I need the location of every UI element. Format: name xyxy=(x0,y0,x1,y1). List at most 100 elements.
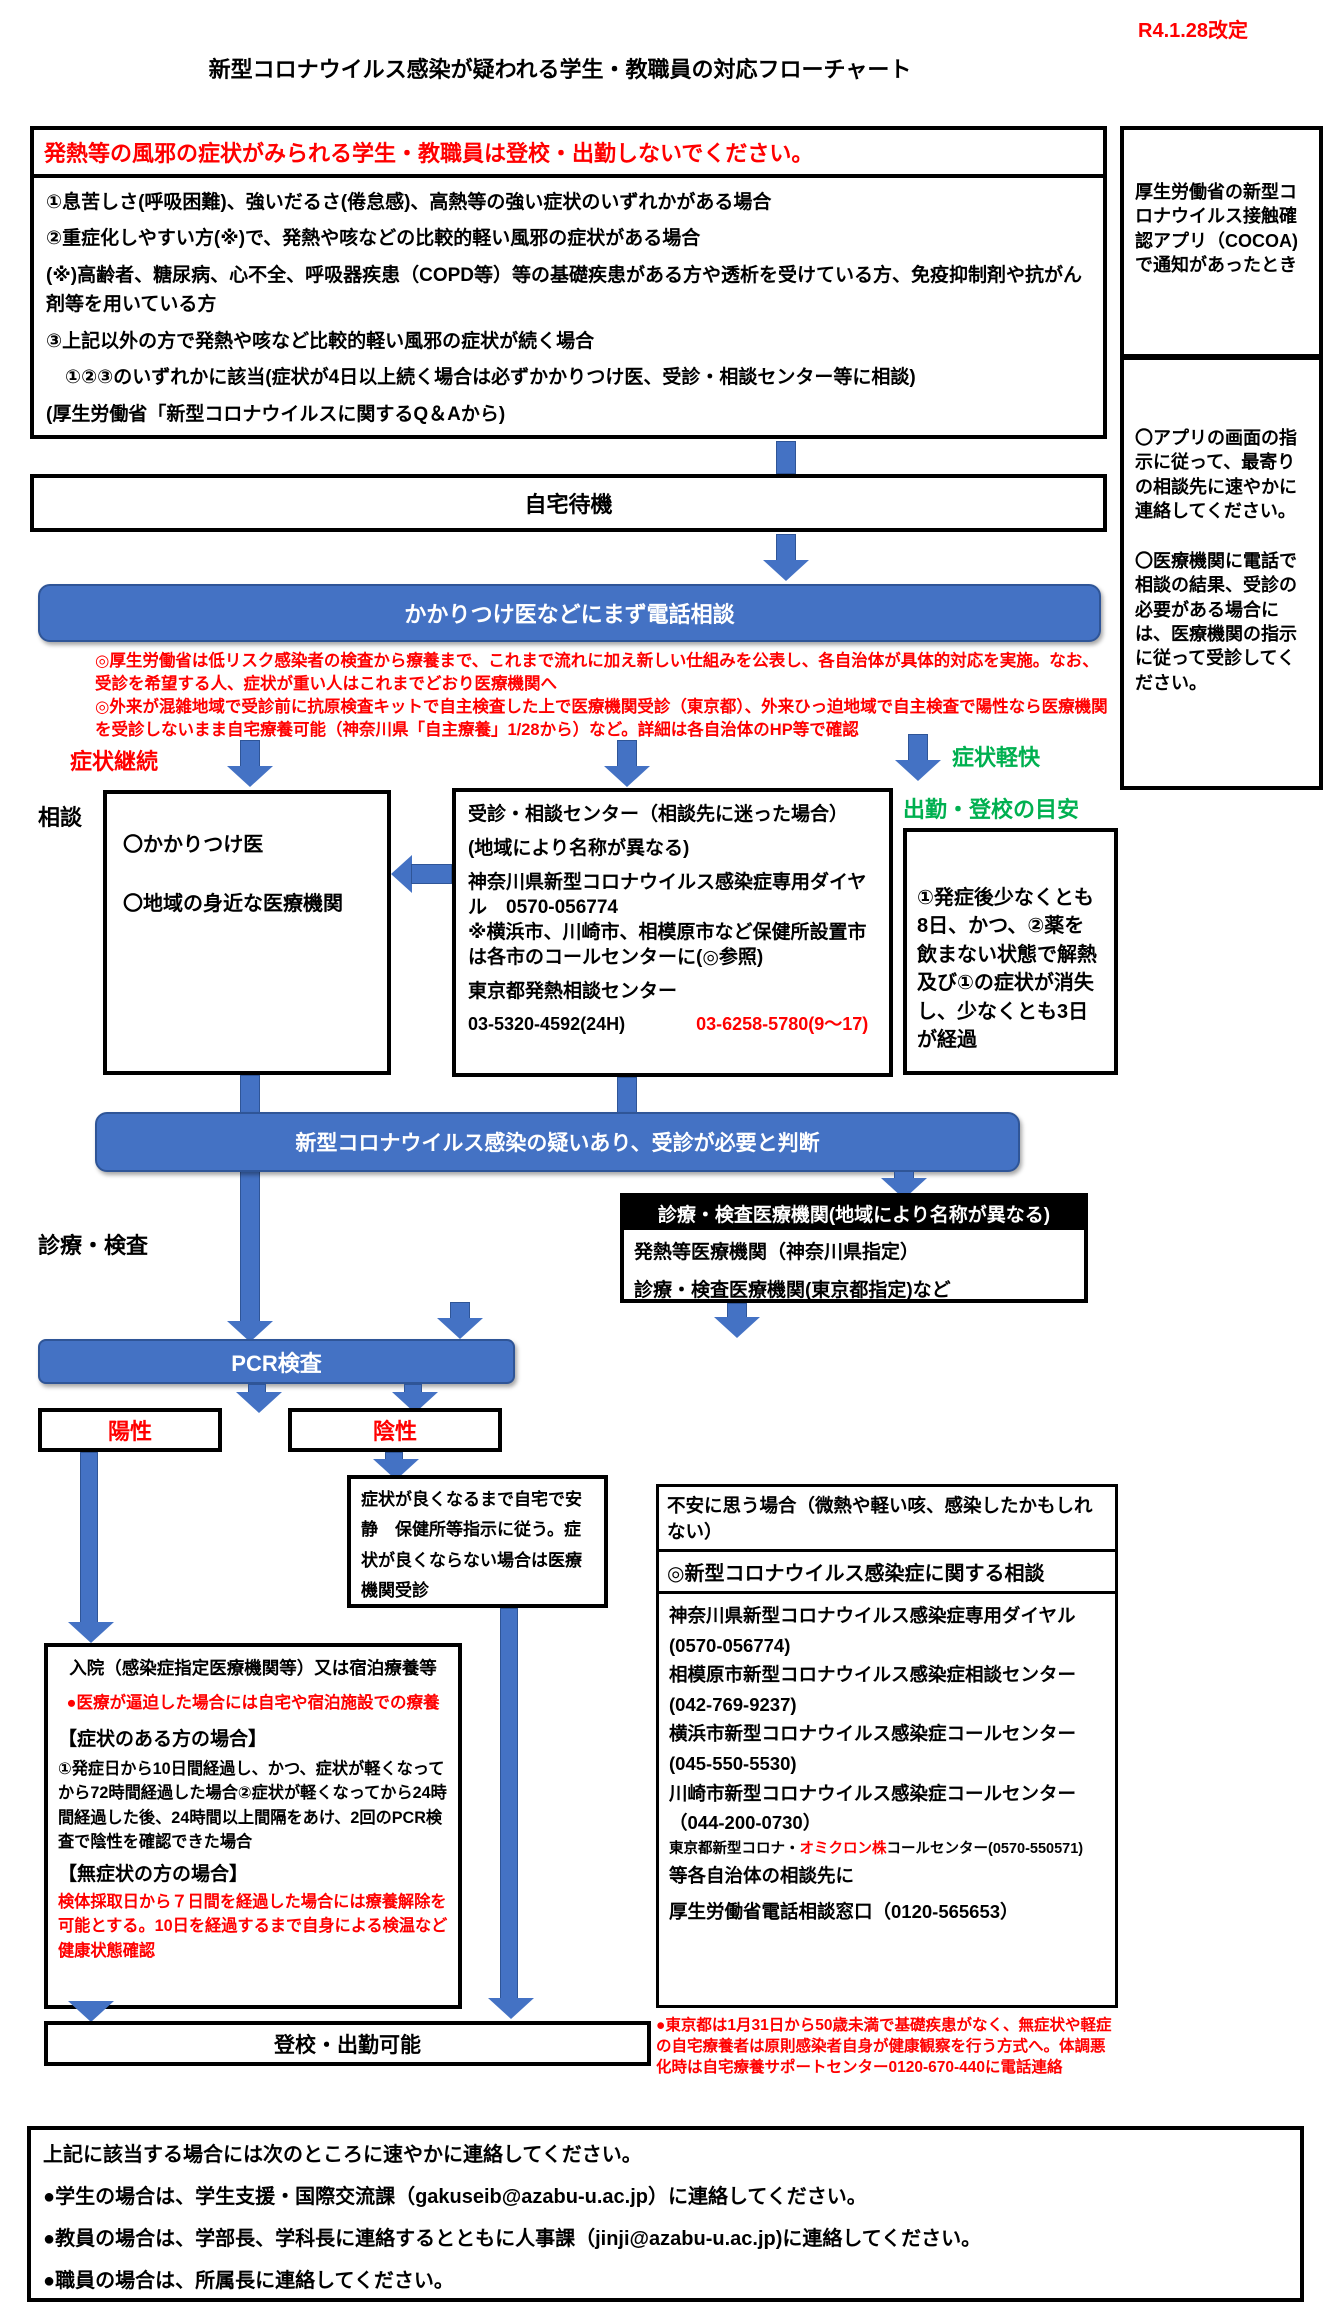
clinic-box-header: 診療・検査医療機関(地域により名称が異なる) xyxy=(624,1197,1084,1230)
app-instruction-2: 〇医療機関に電話で相談の結果、受診の必要がある場合には、医療機関の指示に従って受… xyxy=(1135,551,1297,693)
warning-line: ③上記以外の方で発熱や咳など比較的軽い風邪の症状が続く場合 xyxy=(46,330,595,352)
clinic-box: 診療・検査医療機関(地域により名称が異なる) 発熱等医療機関（神奈川県指定） 診… xyxy=(620,1193,1088,1303)
tokyo-tel-day: 03-6258-5780(9～17) xyxy=(696,1013,869,1034)
flow-arrow-improve xyxy=(908,734,928,762)
flow-arrowhead xyxy=(488,1998,534,2019)
consult-entry: (045-550-5530) xyxy=(669,1752,797,1774)
flow-arrow-positive-hospital xyxy=(80,1452,98,1624)
consult-item-2: 〇地域の身近な医療機関 xyxy=(123,893,343,915)
page-title: 新型コロナウイルス感染が疑われる学生・教職員の対応フローチャート xyxy=(208,57,912,82)
app-instruction-box: 〇アプリの画面の指示に従って、最寄りの相談先に速やかに連絡してください。 〇医療… xyxy=(1120,356,1323,790)
consult-entry: 神奈川県新型コロナウイルス感染症専用ダイヤル xyxy=(669,1605,1076,1626)
revision-label: R4.1.28改定 xyxy=(1138,20,1249,42)
hospital-p1: ①発症日から10日間経過し、かつ、症状が軽くなってから72時間経過した場合②症状… xyxy=(58,1760,447,1851)
cocoa-notice-box: 厚生労働省の新型コロナウイルス接触確認アプリ（COCOA)で通知があったとき xyxy=(1120,126,1323,358)
flow-arrowhead xyxy=(373,1459,419,1480)
mhlw-notice-1: ◎厚生労働省は低リスク感染者の検査から療養まで、これまで流れに加え新しい仕組みを… xyxy=(95,652,1099,694)
hospital-h2: 【無症状の方の場合】 xyxy=(58,1864,249,1886)
return-bar: 登校・出勤可能 xyxy=(44,2021,651,2066)
anxiety-header1: 不安に思う場合（微熱や軽い咳、感染したかもしれない） xyxy=(659,1487,1115,1552)
consult-entry: 川崎市新型コロナウイルス感染症コールセンター xyxy=(669,1782,1077,1804)
tokyo-omicron: オミクロン株 xyxy=(799,1840,887,1857)
positive-label: 陽性 xyxy=(107,1419,152,1444)
warning-line: ①息苦しさ(呼吸困難)、強いだるさ(倦怠感)、高熱等の強い症状のいずれかがある場… xyxy=(46,192,772,213)
mhlw-notice-2: ◎外来が混雑地域で受診前に抗原検査キットで自主検査した上で医療機関受診（東京都）… xyxy=(95,698,1108,740)
negative-label: 陰性 xyxy=(372,1419,417,1444)
consult-entry: (0570-056774) xyxy=(669,1634,791,1656)
warning-line: ②重症化しやすい方(※)で、発熱や咳などの比較的軽い風邪の症状がある場合 xyxy=(46,228,701,250)
consult-item-1: 〇かかりつけ医 xyxy=(123,834,264,856)
negative-box: 陰性 xyxy=(288,1408,502,1452)
flow-arrowhead xyxy=(895,760,941,781)
hospital-red2: 検体採取日から７日間を経過した場合には療養解除を可能とする。10日を経過するまで… xyxy=(58,1893,448,1960)
positive-box: 陽性 xyxy=(38,1408,222,1452)
bottom-contact-box: 上記に該当する場合には次のところに速やかに連絡してください。 ●学生の場合は、学… xyxy=(27,2126,1304,2302)
warning-header: 発熱等の風邪の症状がみられる学生・教職員は登校・出勤しないでください。 xyxy=(34,130,1103,178)
label-symptom-improve: 症状軽快 xyxy=(952,745,1041,770)
symptom-warning-box: 発熱等の風邪の症状がみられる学生・教職員は登校・出勤しないでください。 ①息苦し… xyxy=(30,126,1107,439)
flow-arrowhead xyxy=(227,766,273,787)
flow-arrowhead xyxy=(392,1392,438,1413)
consult-entry-tokyo: 東京都新型コロナ・オミクロン株コールセンター(0570-550571) xyxy=(669,1838,1105,1861)
contact-item: ●学生の場合は、学生支援・国際交流課（gakuseib@azabu-u.ac.j… xyxy=(43,2186,867,2208)
warning-line: ①②③のいずれかに該当(症状が4日以上続く場合は必ずかかりつけ医、受診・相談セン… xyxy=(46,367,916,389)
home-standby-box: 自宅待機 xyxy=(30,474,1107,532)
return-guide-box: ①発症後少なくとも8日、かつ、②薬を飲まない状態で解熱及び①の症状が消失し、少な… xyxy=(903,828,1118,1075)
consult-entry: 相模原市新型コロナウイルス感染症相談センター xyxy=(669,1664,1077,1686)
label-symptom-continue: 症状継続 xyxy=(70,749,159,774)
consult-center-box: 受診・相談センター（相談先に迷った場合） (地域により名称が異なる) 神奈川県新… xyxy=(452,788,893,1077)
flow-arrowhead xyxy=(604,766,650,787)
flow-arrow-consult xyxy=(240,740,260,768)
center-box-note: ※横浜市、川崎市、相模原市など保健所設置市は各市のコールセンターに(◎参照) xyxy=(468,922,867,969)
tokyo-tel-24h: 03-5320-4592(24H) xyxy=(468,1013,626,1034)
mhlw-notice: ◎厚生労働省は低リスク感染者の検査から療養まで、これまで流れに加え新しい仕組みを… xyxy=(95,650,1113,742)
center-box-title: 受診・相談センター（相談先に迷った場合） xyxy=(468,804,849,825)
consult-box: 〇かかりつけ医 〇地域の身近な医療機関 xyxy=(103,790,391,1075)
flow-connector-standby xyxy=(776,441,796,474)
anxiety-box: 不安に思う場合（微熱や軽い咳、感染したかもしれない） ◎新型コロナウイルス感染症… xyxy=(656,1484,1118,2008)
flow-arrowhead xyxy=(68,2001,114,2022)
warning-line: (※)高齢者、糖尿病、心不全、呼吸器疾患（COPD等）等の基礎疾患がある方や透析… xyxy=(46,264,1083,316)
flow-arrowhead xyxy=(68,1622,114,1643)
center-box-tokyo: 東京都発熱相談センター xyxy=(468,981,678,1003)
clinic-box-line1: 発熱等医療機関（神奈川県指定） xyxy=(634,1242,920,1263)
tokyo-pre: 東京都新型コロナ・ xyxy=(669,1840,800,1857)
flow-arrowhead xyxy=(227,1321,273,1342)
contact-intro: 上記に該当する場合には次のところに速やかに連絡してください。 xyxy=(43,2144,642,2166)
pcr-bar: PCR検査 xyxy=(38,1339,515,1384)
hospital-box: 入院（感染症指定医療機関等）又は宿泊療養等 ●医療が逼迫した場合には自宅や宿泊施… xyxy=(44,1643,462,2009)
app-instruction-1: 〇アプリの画面の指示に従って、最寄りの相談先に速やかに連絡してください。 xyxy=(1135,428,1297,521)
hospital-h1: 【症状のある方の場合】 xyxy=(58,1729,268,1750)
anxiety-header2: ◎新型コロナウイルス感染症に関する相談 xyxy=(659,1552,1115,1594)
center-box-subtitle: (地域により名称が異なる) xyxy=(468,838,690,860)
clinic-box-line2: 診療・検査医療機関(東京都指定)など xyxy=(634,1280,951,1301)
tokyo-note: ●東京都は1月31日から50歳未満で基礎疾患がなく、無症状や軽症の自宅療養者は原… xyxy=(656,2017,1112,2076)
warning-line: (厚生労働省「新型コロナウイルスに関するQ＆Aから) xyxy=(46,403,506,425)
label-return-guide: 出勤・登校の目安 xyxy=(903,797,1080,822)
flow-arrow-to-consult xyxy=(411,864,452,884)
contact-item: ●教員の場合は、学部長、学科長に連絡するとともに人事課（jinji@azabu-… xyxy=(43,2228,982,2250)
flow-arrowhead xyxy=(437,1318,483,1339)
flow-arrowhead-left xyxy=(391,855,412,893)
consult-entry: (042-769-9237) xyxy=(669,1693,797,1715)
contact-item: ●職員の場合は、所属長に連絡してください。 xyxy=(43,2270,454,2292)
call-first-bar: かかりつけ医などにまず電話相談 xyxy=(38,584,1101,642)
flow-arrowhead xyxy=(763,560,809,581)
flow-arrow-center xyxy=(617,740,637,768)
flow-arrow-note-return xyxy=(500,1608,518,2000)
consult-entry: （044-200-0730） xyxy=(669,1812,822,1834)
flow-arrow-center-judge xyxy=(617,1077,637,1113)
hospital-red-note: ●医療が逼迫した場合には自宅や宿泊施設での療養 xyxy=(66,1694,440,1712)
judge-bar: 新型コロナウイルス感染の疑いあり、受診が必要と判断 xyxy=(95,1112,1020,1172)
flow-arrow-standby-call xyxy=(776,534,796,562)
consult-entry-mhlw: 厚生労働省電話相談窓口（0120-565653） xyxy=(669,1900,1019,1922)
label-consult: 相談 xyxy=(38,805,83,830)
flow-arrowhead xyxy=(236,1392,282,1413)
center-box-kanagawa: 神奈川県新型コロナウイルス感染症専用ダイヤル 0570-056774 xyxy=(468,872,867,919)
label-treatment-test: 診療・検査 xyxy=(38,1233,149,1258)
hospital-title: 入院（感染症指定医療機関等）又は宿泊療養等 xyxy=(69,1658,437,1678)
consult-entry-cont: 等各自治体の相談先に xyxy=(669,1864,855,1886)
consult-entry: 横浜市新型コロナウイルス感染症コールセンター xyxy=(669,1723,1077,1745)
negative-note-box: 症状が良くなるまで自宅で安静 保健所等指示に従う。症状が良くならない場合は医療機… xyxy=(347,1475,608,1608)
